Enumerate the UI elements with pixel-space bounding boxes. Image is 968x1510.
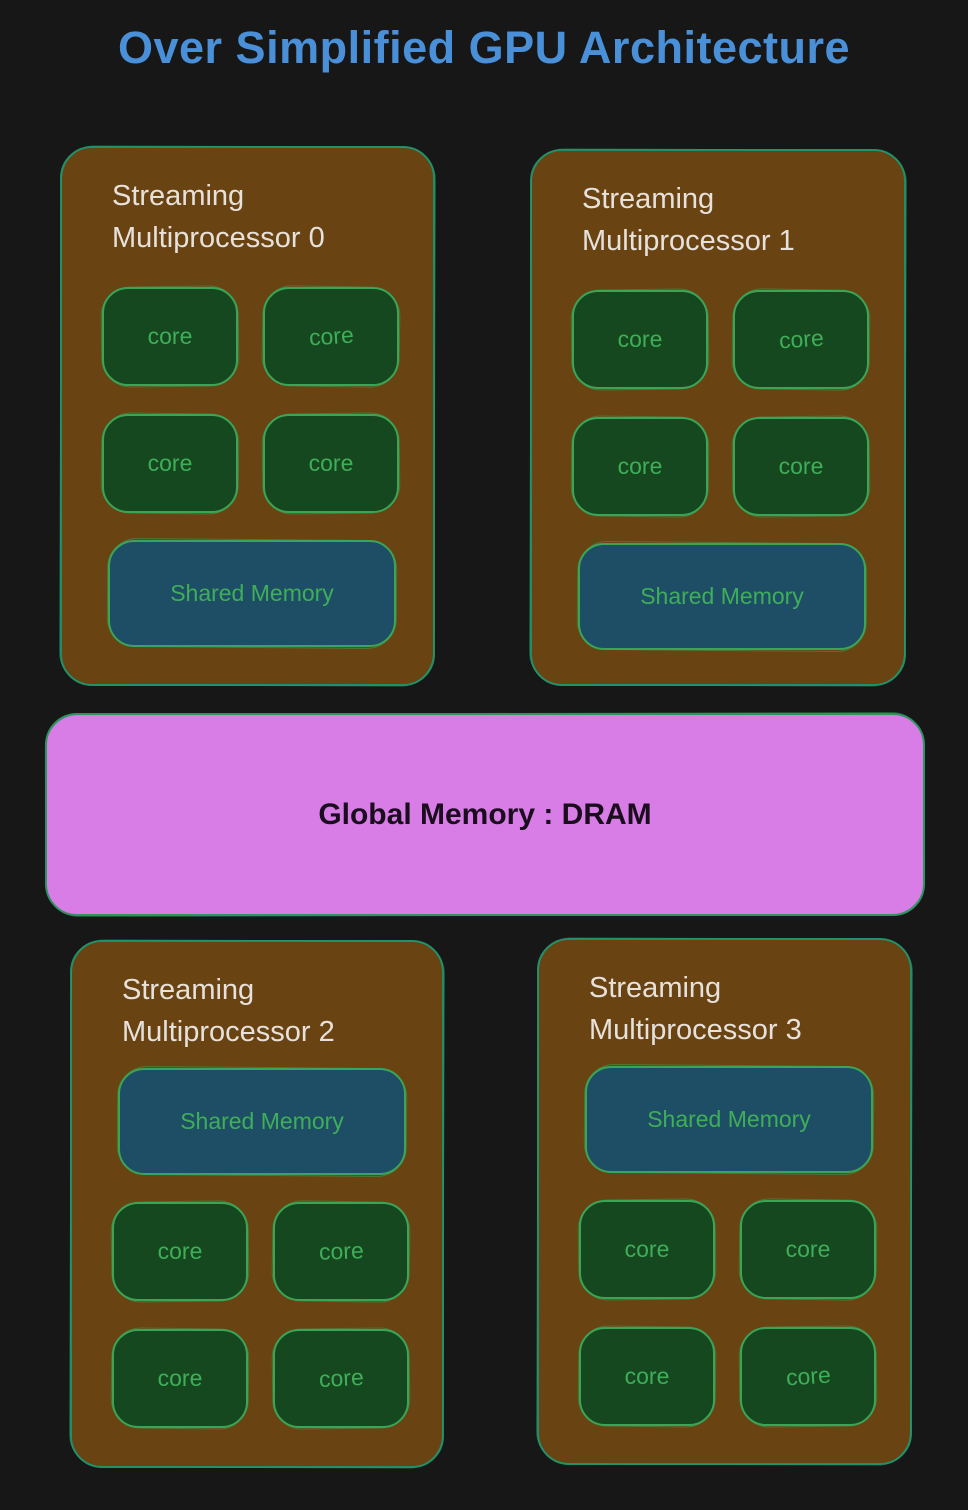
core-label: core: [147, 449, 193, 476]
shared-memory-box: Shared Memory: [118, 1067, 406, 1175]
page-title: Over Simplified GPU Architecture: [117, 22, 851, 73]
core-label: core: [157, 1364, 203, 1391]
shared-memory-box: Shared Memory: [585, 1065, 873, 1173]
core-box: core: [263, 413, 399, 513]
core-box: core: [112, 1201, 248, 1301]
shared-memory-label: Shared Memory: [647, 1105, 811, 1132]
core-label: core: [317, 1363, 364, 1392]
core-box: core: [579, 1199, 715, 1299]
sm0-core-grid: core core core core: [102, 286, 399, 513]
shared-memory-label: Shared Memory: [180, 1107, 344, 1134]
global-memory-label: Global Memory : DRAM: [318, 797, 652, 831]
sm1-title: Streaming Multiprocessor 1: [582, 183, 795, 257]
shared-memory-box: Shared Memory: [578, 542, 866, 650]
streaming-multiprocessor-0: Streaming Multiprocessor 0 core core cor…: [60, 146, 435, 686]
sm2-core-grid: core core core core: [112, 1201, 409, 1428]
core-box: core: [112, 1328, 248, 1428]
streaming-multiprocessor-2: Streaming Multiprocessor 2 Shared Memory…: [70, 940, 444, 1468]
core-box: core: [579, 1326, 715, 1426]
shared-memory-label: Shared Memory: [170, 579, 334, 606]
core-label: core: [147, 322, 193, 349]
core-label: core: [624, 1362, 670, 1389]
core-box: core: [263, 286, 399, 386]
shared-memory-label: Shared Memory: [640, 582, 804, 609]
core-label: core: [318, 1236, 364, 1265]
core-box: core: [740, 1326, 876, 1426]
streaming-multiprocessor-3: Streaming Multiprocessor 3 Shared Memory…: [537, 938, 912, 1465]
core-box: core: [740, 1199, 876, 1299]
streaming-multiprocessor-1: Streaming Multiprocessor 1 core core cor…: [530, 149, 906, 686]
core-label: core: [617, 325, 663, 352]
core-label: core: [624, 1235, 670, 1262]
core-box: core: [733, 289, 869, 389]
sm0-title: Streaming Multiprocessor 0: [112, 180, 325, 254]
core-label: core: [784, 1360, 832, 1391]
sm2-title: Streaming Multiprocessor 2: [122, 974, 335, 1048]
core-box: core: [273, 1201, 409, 1301]
core-label: core: [307, 320, 355, 351]
core-label: core: [308, 449, 354, 476]
core-label: core: [778, 452, 824, 479]
core-box: core: [102, 286, 238, 386]
core-label: core: [157, 1237, 203, 1264]
core-label: core: [617, 452, 663, 479]
core-box: core: [102, 413, 238, 513]
shared-memory-box: Shared Memory: [108, 539, 396, 647]
global-memory-box: Global Memory : DRAM: [45, 713, 925, 916]
sm3-title: Streaming Multiprocessor 3: [589, 972, 802, 1046]
sm3-core-grid: core core core core: [579, 1199, 876, 1426]
core-box: core: [733, 416, 869, 516]
sm1-core-grid: core core core core: [572, 289, 869, 516]
core-box: core: [572, 289, 708, 389]
core-box: core: [273, 1328, 409, 1428]
core-label: core: [777, 323, 825, 354]
core-box: core: [572, 416, 708, 516]
core-label: core: [785, 1235, 831, 1262]
